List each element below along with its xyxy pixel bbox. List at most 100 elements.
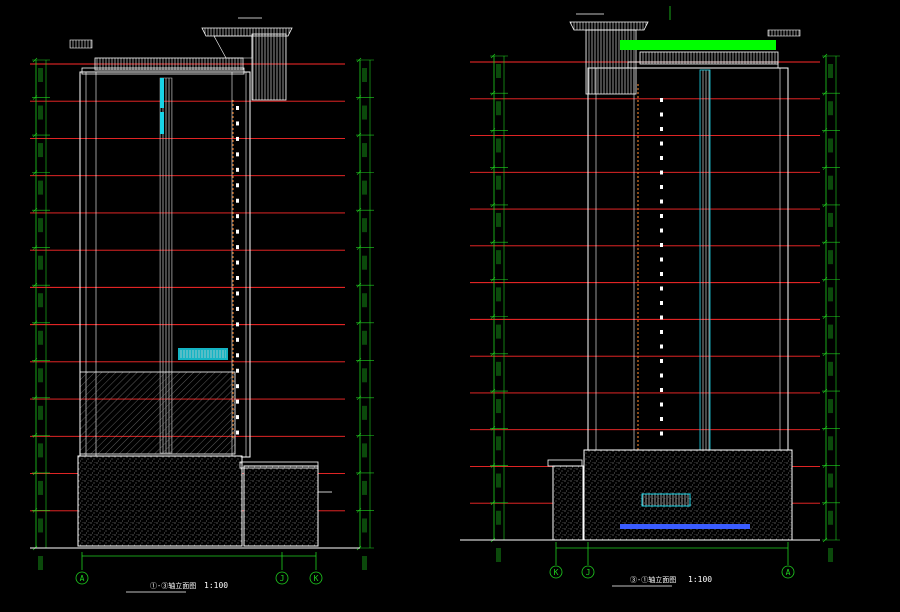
right-drawing-title: ③-①轴立面图 1:100 (612, 575, 712, 587)
dimension-text-block (496, 175, 501, 190)
dimension-tick (490, 91, 496, 96)
svg-text:K: K (314, 574, 319, 583)
dimension-text-block (828, 361, 833, 376)
window-marker (236, 368, 239, 373)
window-marker (660, 301, 663, 305)
dimension-text-block (362, 105, 367, 120)
window-marker (660, 272, 663, 276)
dimension-text-block (828, 64, 833, 78)
dimension-tick (356, 470, 362, 476)
dimension-tick (490, 165, 496, 170)
dimension-text-block (496, 287, 501, 302)
dimension-text-block (38, 105, 43, 120)
dimension-text-block (38, 518, 43, 533)
dimension-text-block (496, 212, 501, 227)
dimension-text-block (362, 255, 367, 270)
window-marker (236, 106, 239, 110)
dimension-text-block (38, 143, 43, 158)
dimension-text-block (362, 68, 367, 82)
dimension-text-block (828, 473, 833, 488)
svg-text:③-①轴立面图: ③-①轴立面图 (630, 575, 676, 584)
right-elevation: K J A ③-①轴立面图 1:100 (460, 6, 840, 587)
dimension-text-block (362, 218, 367, 233)
dimension-text-block (828, 510, 833, 525)
right-axis-bubble-a: A (781, 565, 795, 579)
left-floor-markers (236, 106, 239, 435)
dimension-text-block (38, 556, 43, 570)
dimension-text-block (828, 548, 833, 562)
right-dimension-column-right (822, 53, 840, 562)
dimension-tick (32, 508, 38, 513)
dimension-tick (32, 245, 38, 250)
window-marker (236, 384, 239, 389)
dimension-tick (822, 202, 828, 208)
dimension-tick (490, 277, 496, 282)
dimension-tick (490, 388, 496, 394)
left-louvre-tower (201, 17, 293, 101)
dimension-text-block (828, 101, 833, 116)
window-marker (660, 257, 663, 262)
dimension-tick (356, 207, 362, 213)
dimension-text-block (38, 68, 43, 82)
dimension-text-block (362, 480, 367, 495)
dimension-text-block (38, 293, 43, 308)
dimension-text-block (496, 510, 501, 525)
svg-text:J: J (586, 568, 591, 577)
window-marker (660, 388, 663, 392)
dimension-text-block (38, 255, 43, 270)
window-marker (660, 431, 663, 436)
dimension-tick (822, 388, 828, 394)
right-louvre-tower (569, 6, 671, 95)
dimension-tick (822, 537, 828, 543)
dimension-tick (822, 239, 828, 245)
dimension-tick (32, 95, 38, 100)
dimension-tick (822, 277, 828, 282)
left-roof-canopy (69, 39, 245, 75)
dimension-text-block (496, 361, 501, 376)
window-marker (660, 359, 663, 363)
window-marker (236, 430, 239, 435)
dimension-text-block (496, 548, 501, 562)
dimension-text-block (362, 180, 367, 195)
dimension-text-block (828, 399, 833, 414)
window-marker (236, 121, 239, 126)
dimension-tick (32, 283, 38, 288)
svg-text:J: J (280, 574, 285, 583)
window-marker (236, 353, 239, 358)
dimension-text-block (496, 138, 501, 153)
dimension-tick (32, 57, 38, 63)
window-marker (660, 373, 663, 378)
window-marker (236, 322, 239, 327)
window-marker (660, 185, 663, 189)
window-marker (660, 199, 663, 204)
window-marker (660, 127, 663, 131)
svg-text:①-③轴立面图: ①-③轴立面图 (150, 581, 196, 590)
window-marker (236, 260, 239, 265)
dimension-text-block (38, 330, 43, 345)
dimension-tick (822, 463, 828, 468)
window-marker (236, 183, 239, 188)
dimension-tick (356, 283, 362, 288)
dimension-tick (356, 132, 362, 138)
window-marker (660, 330, 663, 334)
dimension-text-block (828, 287, 833, 302)
left-axis-bubble-a: A (75, 571, 89, 585)
dimension-tick (32, 470, 38, 476)
dimension-text-block (38, 405, 43, 420)
dimension-text-block (496, 101, 501, 116)
window-marker (236, 198, 239, 203)
window-marker (236, 276, 239, 280)
window-marker (236, 306, 239, 311)
left-elevation: A J K ①-③轴立面图 1:100 (30, 17, 374, 593)
dimension-text-block (828, 324, 833, 339)
dimension-tick (356, 320, 362, 325)
dimension-tick (490, 351, 496, 357)
dimension-tick (490, 239, 496, 245)
dimension-text-block (362, 443, 367, 458)
right-axis-bubble-k: K (549, 565, 563, 579)
dimension-text-block (362, 330, 367, 345)
right-axis-bubble-j: J (581, 565, 595, 579)
dimension-text-block (828, 212, 833, 227)
window-marker (236, 399, 239, 404)
